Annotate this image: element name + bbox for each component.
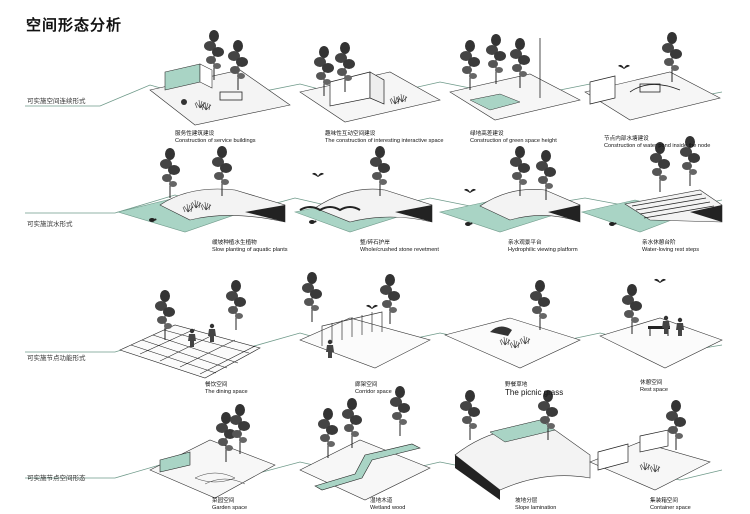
caption-en: Hydrophilic viewing platform	[508, 247, 578, 253]
caption-en: Container space	[650, 505, 691, 511]
caption-en: The dining space	[205, 389, 248, 395]
caption-zh: 集装箱空间	[650, 498, 678, 504]
scene-green-space-height	[449, 33, 581, 121]
caption-zh: 绿地高差建设	[470, 131, 504, 137]
caption-en: Construction of green space height	[470, 138, 557, 144]
scene-viewing-platform	[438, 145, 581, 233]
scene-corridor-space	[299, 271, 431, 369]
scene-interactive-space	[299, 41, 441, 123]
scene-rest-space	[599, 278, 723, 369]
caption-zh: 趣味性互动空间建设	[325, 131, 376, 137]
caption-en: Construction of service buildings	[175, 138, 256, 144]
scene-picnic-grass	[444, 279, 581, 369]
caption-zh: 湿地木道	[370, 498, 393, 504]
caption-en: Water-loving rest steps	[642, 247, 699, 253]
scene-rest-steps	[580, 135, 723, 233]
caption-en: Garden space	[212, 505, 248, 511]
caption-en: Slope lamination	[515, 505, 557, 511]
scene-slope-lamination	[454, 389, 591, 500]
caption-zh: 整/碎石护岸	[360, 240, 390, 246]
row-label-node-function: 可实施节点功能形式	[27, 354, 86, 362]
scene-wetland-wood	[299, 385, 431, 501]
caption-zh: 亲水休憩台阶	[642, 240, 676, 246]
caption-zh: 亲水观景平台	[508, 240, 542, 246]
scene-container-space	[589, 399, 711, 491]
caption-en: Corridor space	[355, 389, 392, 395]
row-label-continuous: 可实施空间连续形式	[27, 97, 86, 105]
caption-zh: 节点内部水塘建设	[604, 136, 649, 142]
caption-en: Rest space	[640, 387, 668, 393]
page-title: 空间形态分析	[26, 16, 123, 34]
scene-aquatic-plants	[116, 145, 286, 233]
caption-zh: 缓坡种植水生植物	[212, 240, 257, 246]
caption-zh: 菜园空间	[212, 498, 235, 504]
scene-garden-space	[149, 403, 276, 499]
caption-en: The construction of interesting interact…	[325, 138, 444, 144]
row-label-node-space: 可实施节点空间形态	[27, 474, 86, 482]
caption-zh: 坡地分层	[515, 498, 538, 504]
scene-service-buildings	[149, 29, 291, 126]
scene-dining-space	[119, 279, 261, 379]
caption-zh: 野餐草地	[505, 382, 528, 388]
caption-en: Slow planting of aquatic plants	[212, 247, 288, 253]
caption-en: Wetland wood	[370, 505, 406, 511]
caption-zh: 休憩空间	[640, 380, 663, 386]
caption-zh: 廊架空间	[355, 382, 378, 388]
caption-en: Construction of water pond inside the no…	[604, 143, 711, 149]
scene-stone-revetment	[293, 145, 433, 233]
row-label-waterfront: 可实施滨水形式	[27, 220, 73, 228]
caption-en: The picnic grass	[505, 388, 564, 397]
caption-zh: 餐饮空间	[205, 382, 228, 388]
caption-en: Whole/crushed stone revetment	[360, 247, 439, 253]
scene-water-pond	[584, 31, 721, 121]
caption-zh: 服务性建筑建设	[175, 131, 215, 137]
